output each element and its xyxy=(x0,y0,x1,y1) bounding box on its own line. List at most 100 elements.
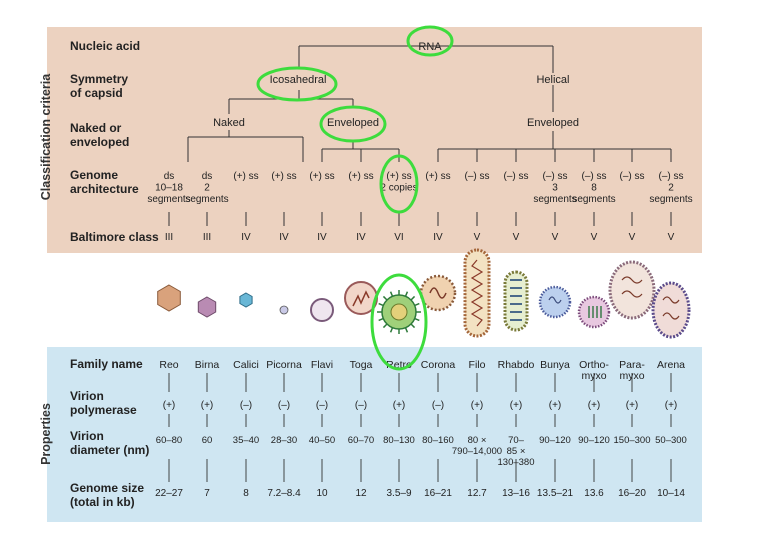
spike-icon xyxy=(404,291,409,297)
spike-icon xyxy=(414,302,420,307)
genome-architecture-cell: (–) ss xyxy=(465,171,490,182)
highlight-circles xyxy=(256,25,454,371)
baltimore-class-cell: V xyxy=(591,232,598,243)
genome-architecture-cell: 2 xyxy=(668,183,674,194)
diameter-cell: 40–50 xyxy=(309,435,335,446)
icosahedron-icon xyxy=(239,292,253,308)
genome-size-cell: 16–21 xyxy=(424,488,452,499)
retro-highlight xyxy=(370,273,428,371)
diameter-label-line1: Virion xyxy=(70,429,104,443)
family-name-cell: Para- xyxy=(619,359,645,371)
naked-label-line2: enveloped xyxy=(70,135,130,149)
diameter-cell: 90–120 xyxy=(578,435,610,446)
genome-size-label-line2: (total in kb) xyxy=(70,495,135,509)
virion-illustrations xyxy=(157,248,691,339)
pleomorphic-icon xyxy=(651,281,691,339)
spiked-sphere-icon xyxy=(538,285,572,319)
diameter-cell: 28–30 xyxy=(271,435,297,446)
spike-icon xyxy=(382,323,388,329)
polymerase-label-line2: polymerase xyxy=(70,403,137,417)
genome-architecture-label: Genome architecture xyxy=(70,168,139,196)
baltimore-class-cell: III xyxy=(203,232,211,243)
family-name-cell: Picorna xyxy=(266,359,302,371)
diameter-cell: 50–300 xyxy=(655,435,687,446)
family-name-cell: Calici xyxy=(233,359,259,371)
icosahedral-node: Icosahedral xyxy=(270,74,327,86)
spike-icon xyxy=(410,323,416,329)
baltimore-class-label: Baltimore class xyxy=(70,230,159,244)
genome-size-label: Genome size (total in kb) xyxy=(70,481,144,509)
pleomorphic-icon xyxy=(608,260,656,320)
genome-architecture-cell: (+) ss xyxy=(348,171,373,182)
classification-criteria-label: Classification criteria xyxy=(39,73,53,201)
baltimore-class-cell: IV xyxy=(279,232,289,243)
property-column-lines xyxy=(168,373,672,482)
helical-node: Helical xyxy=(536,74,569,86)
genome-architecture-cell: (+) ss xyxy=(233,171,258,182)
diameter-cell: 70– xyxy=(508,435,525,446)
genome-architecture-cell: 10–18 xyxy=(155,183,183,194)
diameter-cell: 80 × xyxy=(468,435,487,446)
genome-architecture-cell: (–) ss xyxy=(504,171,529,182)
genome-label-line2: architecture xyxy=(70,182,139,196)
diameter-cell: 85 × xyxy=(507,446,526,457)
rna-segment-icon xyxy=(662,296,680,320)
rna-segment-icon xyxy=(588,306,602,318)
baltimore-class-cell: III xyxy=(165,232,173,243)
baltimore-class-cell: V xyxy=(474,232,481,243)
baltimore-class-cell: V xyxy=(552,232,559,243)
baltimore-class-cell: V xyxy=(668,232,675,243)
symmetry-label: Symmetry of capsid xyxy=(70,72,128,100)
genome-architecture-cell: (+) ss xyxy=(386,171,411,182)
genome-architecture-cell: (–) ss xyxy=(543,171,568,182)
genome-size-cell: 10 xyxy=(316,488,328,499)
diameter-cell: 80–160 xyxy=(422,435,454,446)
baltimore-class-cell: VI xyxy=(394,232,403,243)
genome-architecture-cell: 2 copies xyxy=(380,183,417,194)
baltimore-class-cell: V xyxy=(513,232,520,243)
family-name-cell: Toga xyxy=(350,359,373,371)
genome-architecture-cell: 8 xyxy=(591,183,597,194)
naked-label-line1: Naked or xyxy=(70,121,122,135)
enveloped-node-left: Enveloped xyxy=(327,117,379,129)
rna-segment-icon xyxy=(429,287,447,299)
spike-icon xyxy=(382,295,388,301)
baltimore-class-cell: IV xyxy=(317,232,327,243)
diameter-cell: 60–70 xyxy=(348,435,374,446)
diameter-label: Virion diameter (nm) xyxy=(70,429,149,457)
sphere-icon xyxy=(279,305,289,315)
genome-size-cell: 7.2–8.4 xyxy=(267,488,301,499)
properties-panel xyxy=(47,347,702,522)
spike-icon xyxy=(378,317,384,322)
nucleocapsid-icon xyxy=(621,276,643,298)
family-name-cell: Corona xyxy=(421,359,456,371)
symmetry-label-line1: Symmetry xyxy=(70,72,129,86)
diameter-cell: 60–80 xyxy=(156,435,182,446)
family-name-cell: Rhabdo xyxy=(498,359,535,371)
genome-architecture-cell: segments xyxy=(649,194,692,205)
symmetry-label-line2: of capsid xyxy=(70,86,123,100)
genome-size-cell: 12.7 xyxy=(467,488,487,499)
genome-size-cell: 3.5–9 xyxy=(386,488,411,499)
genome-architecture-cell: segments xyxy=(147,194,190,205)
genome-architecture-cell: (–) ss xyxy=(582,171,607,182)
genome-size-cell: 13–16 xyxy=(502,488,530,499)
nucleocapsid-icon xyxy=(470,259,484,327)
spike-icon xyxy=(378,302,384,307)
diameter-cell: 35–40 xyxy=(233,435,259,446)
baltimore-class-cell: IV xyxy=(241,232,251,243)
baltimore-class-cell: V xyxy=(629,232,636,243)
diameter-cell: 80–130 xyxy=(383,435,415,446)
polymerase-cell: (–) xyxy=(278,400,290,411)
family-name-cell: Ortho- xyxy=(579,359,609,371)
genome-architecture-cell: segments xyxy=(533,194,576,205)
family-name-cell: Birna xyxy=(195,359,220,371)
genome-architecture-cell: 2 xyxy=(204,183,210,194)
baltimore-class-cell: IV xyxy=(356,232,366,243)
family-name-cell: Bunya xyxy=(540,359,570,371)
family-name-cell: Arena xyxy=(657,359,685,371)
genome-size-cell: 12 xyxy=(355,488,367,499)
family-name-cell: myxo xyxy=(581,370,606,382)
